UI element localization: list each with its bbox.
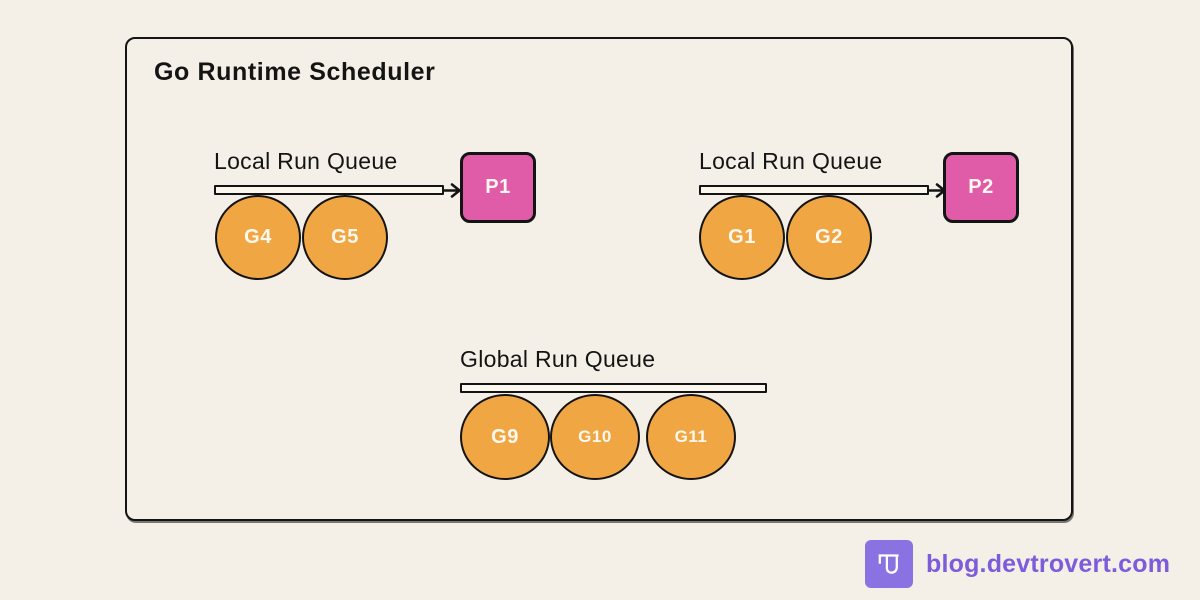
local-run-queue-2-bar bbox=[699, 185, 929, 195]
footer-brand: blog.devtrovert.com bbox=[865, 540, 1170, 588]
processor-box-p2: P2 bbox=[943, 152, 1019, 223]
processor-box-p1: P1 bbox=[460, 152, 536, 223]
goroutine-g4: G4 bbox=[215, 195, 301, 280]
scheduler-panel: Go Runtime Scheduler Local Run Queue P1 … bbox=[125, 37, 1073, 521]
goroutine-g5: G5 bbox=[302, 195, 388, 280]
site-url: blog.devtrovert.com bbox=[926, 549, 1171, 578]
panel-title: Go Runtime Scheduler bbox=[154, 58, 436, 86]
goroutine-g11: G11 bbox=[646, 394, 736, 480]
arrow-right-icon bbox=[442, 183, 461, 198]
local-run-queue-1-label: Local Run Queue bbox=[214, 148, 398, 174]
goroutine-g1: G1 bbox=[699, 195, 785, 280]
local-run-queue-1-bar bbox=[214, 185, 444, 195]
goroutine-g10: G10 bbox=[550, 394, 640, 480]
local-run-queue-2-label: Local Run Queue bbox=[699, 148, 883, 174]
goroutine-g9: G9 bbox=[460, 394, 550, 480]
devtrovert-logo-icon bbox=[865, 540, 913, 588]
global-run-queue-bar bbox=[460, 383, 767, 393]
global-run-queue-label: Global Run Queue bbox=[460, 346, 656, 372]
goroutine-g2: G2 bbox=[786, 195, 872, 280]
